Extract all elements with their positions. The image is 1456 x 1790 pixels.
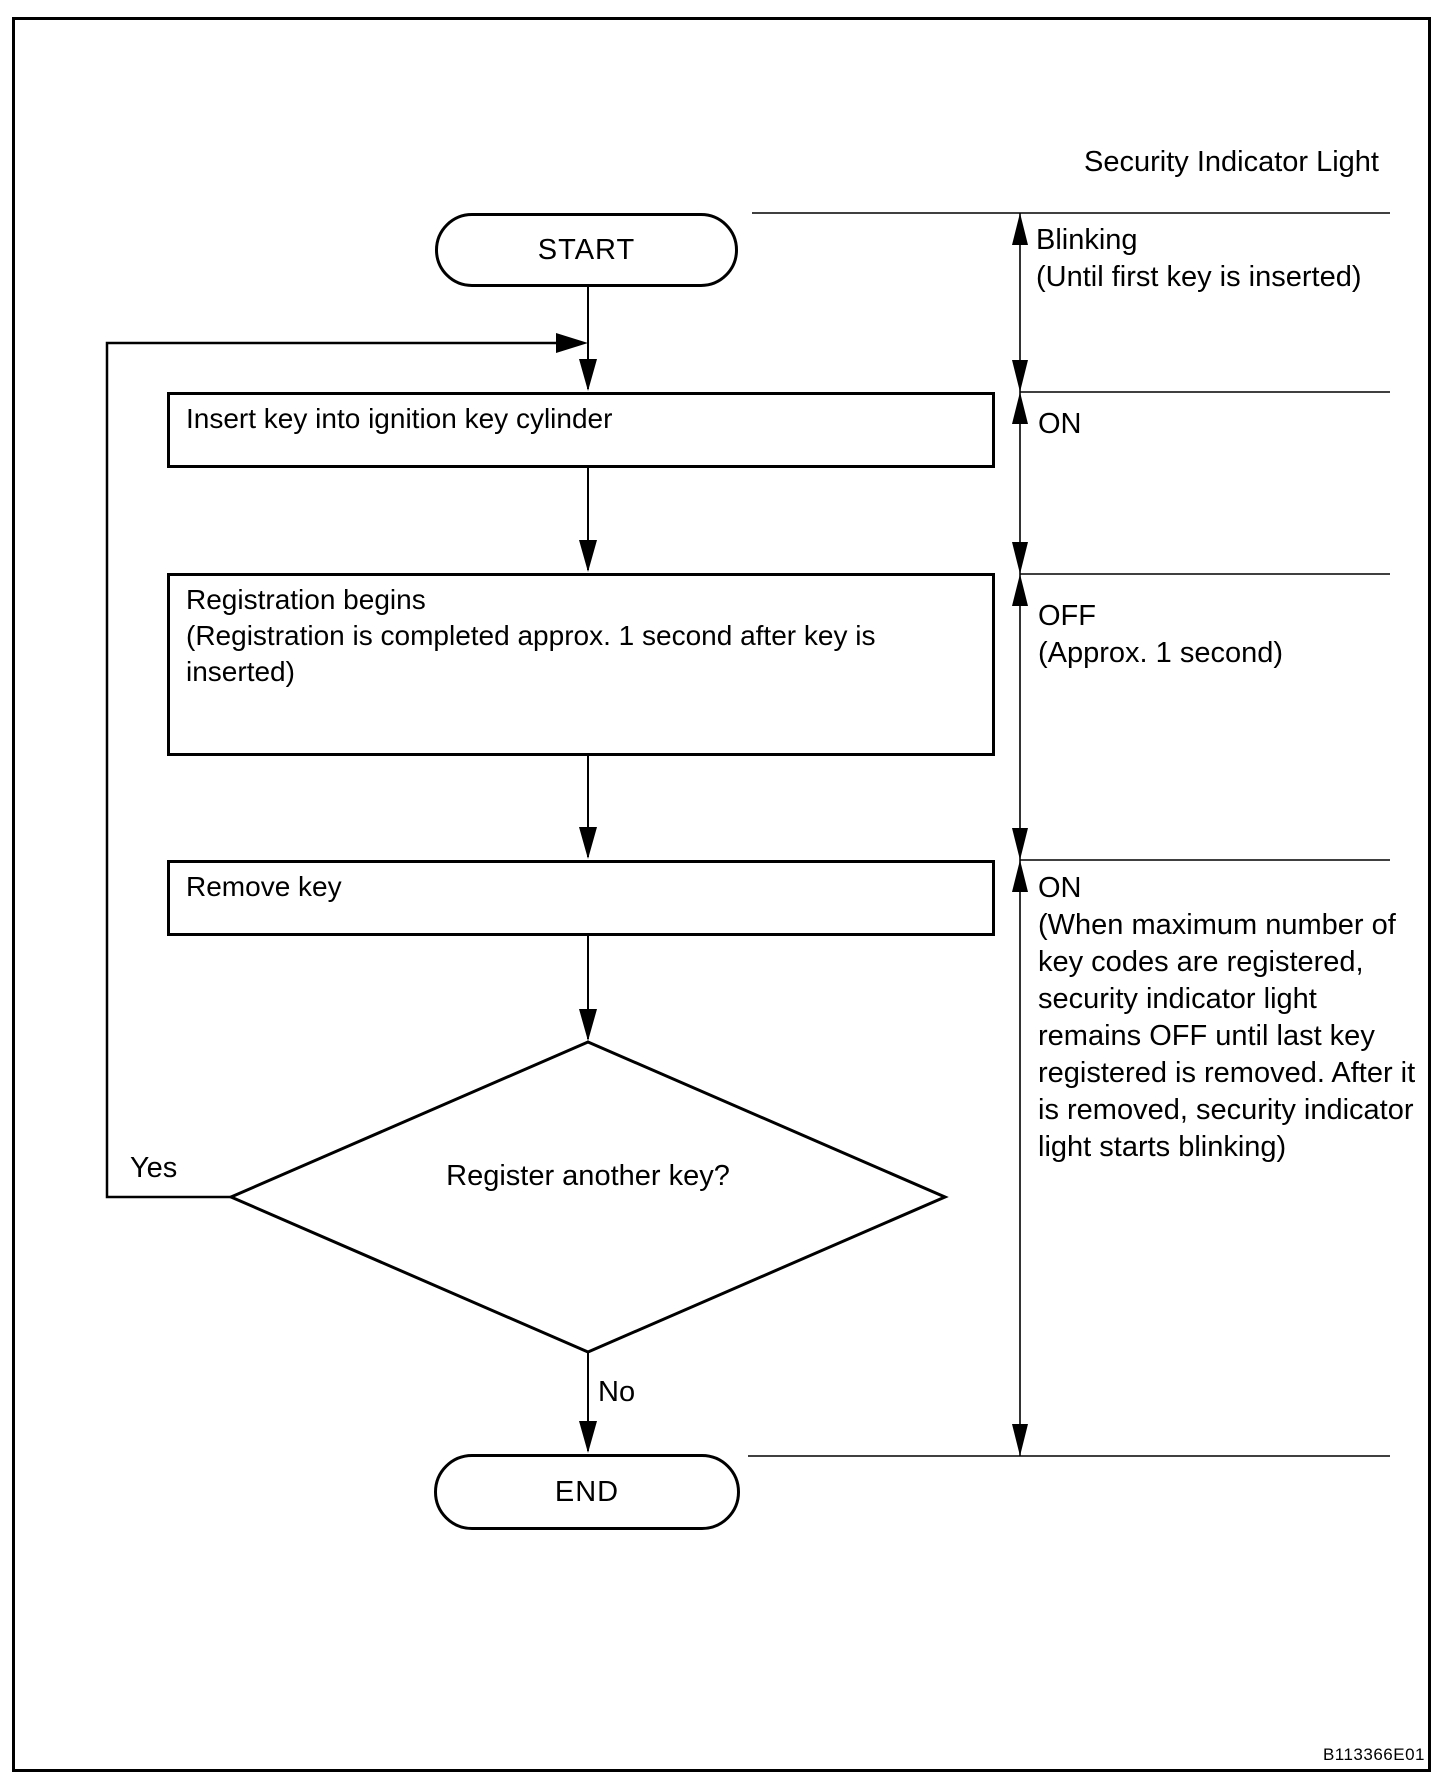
arrowhead-right-icon xyxy=(556,333,588,353)
timeline-state-off-label: OFF xyxy=(1038,600,1096,632)
yes-branch-label: Yes xyxy=(130,1152,178,1184)
timeline-heading: Security Indicator Light xyxy=(1084,146,1379,178)
timeline-state-on2-label: ON xyxy=(1038,872,1082,904)
arrowhead-down-icon xyxy=(579,1421,597,1453)
arrowhead-up-icon xyxy=(1012,213,1028,245)
decision-label: Register another key? xyxy=(446,1160,730,1192)
timeline-state-on1-label: ON xyxy=(1038,408,1082,440)
arrowhead-up-icon xyxy=(1012,392,1028,424)
arrowhead-up-icon xyxy=(1012,860,1028,892)
arrowhead-down-icon xyxy=(579,1009,597,1041)
timeline-state-blinking-note: (Until first key is inserted) xyxy=(1036,261,1362,293)
timeline-state-off-note: (Approx. 1 second) xyxy=(1038,637,1284,669)
arrowhead-up-icon xyxy=(1012,574,1028,606)
page-border xyxy=(12,17,1431,1772)
start-node: START xyxy=(435,213,738,287)
arrowhead-down-icon xyxy=(579,540,597,572)
no-branch-label: No xyxy=(598,1376,636,1408)
process-remove-key-label: Remove key xyxy=(186,871,342,902)
timeline-state-blinking-label: Blinking xyxy=(1036,224,1138,256)
figure-code: B113366E01 xyxy=(1322,1745,1425,1764)
process-remove-key: Remove key xyxy=(167,860,995,936)
arrowhead-down-icon xyxy=(1012,360,1028,392)
start-node-label: START xyxy=(537,233,636,266)
end-node: END xyxy=(434,1454,740,1530)
arrowhead-down-icon xyxy=(1012,828,1028,860)
timeline-state-on2-note: (When maximum number of key codes are re… xyxy=(1038,909,1416,1163)
arrowhead-down-icon xyxy=(579,359,597,391)
process-registration-label: Registration begins xyxy=(186,584,426,615)
arrowhead-down-icon xyxy=(1012,542,1028,574)
arrowhead-down-icon xyxy=(579,827,597,859)
process-registration-note: (Registration is completed approx. 1 sec… xyxy=(186,620,876,687)
arrowhead-down-icon xyxy=(1012,1424,1028,1456)
edge-yes-loop xyxy=(105,341,556,1199)
process-insert-key-label: Insert key into ignition key cylinder xyxy=(186,403,613,434)
process-registration: Registration begins (Registration is com… xyxy=(167,573,995,756)
decision-diamond xyxy=(227,1040,949,1354)
end-node-label: END xyxy=(554,1475,620,1508)
process-insert-key: Insert key into ignition key cylinder xyxy=(167,392,995,468)
